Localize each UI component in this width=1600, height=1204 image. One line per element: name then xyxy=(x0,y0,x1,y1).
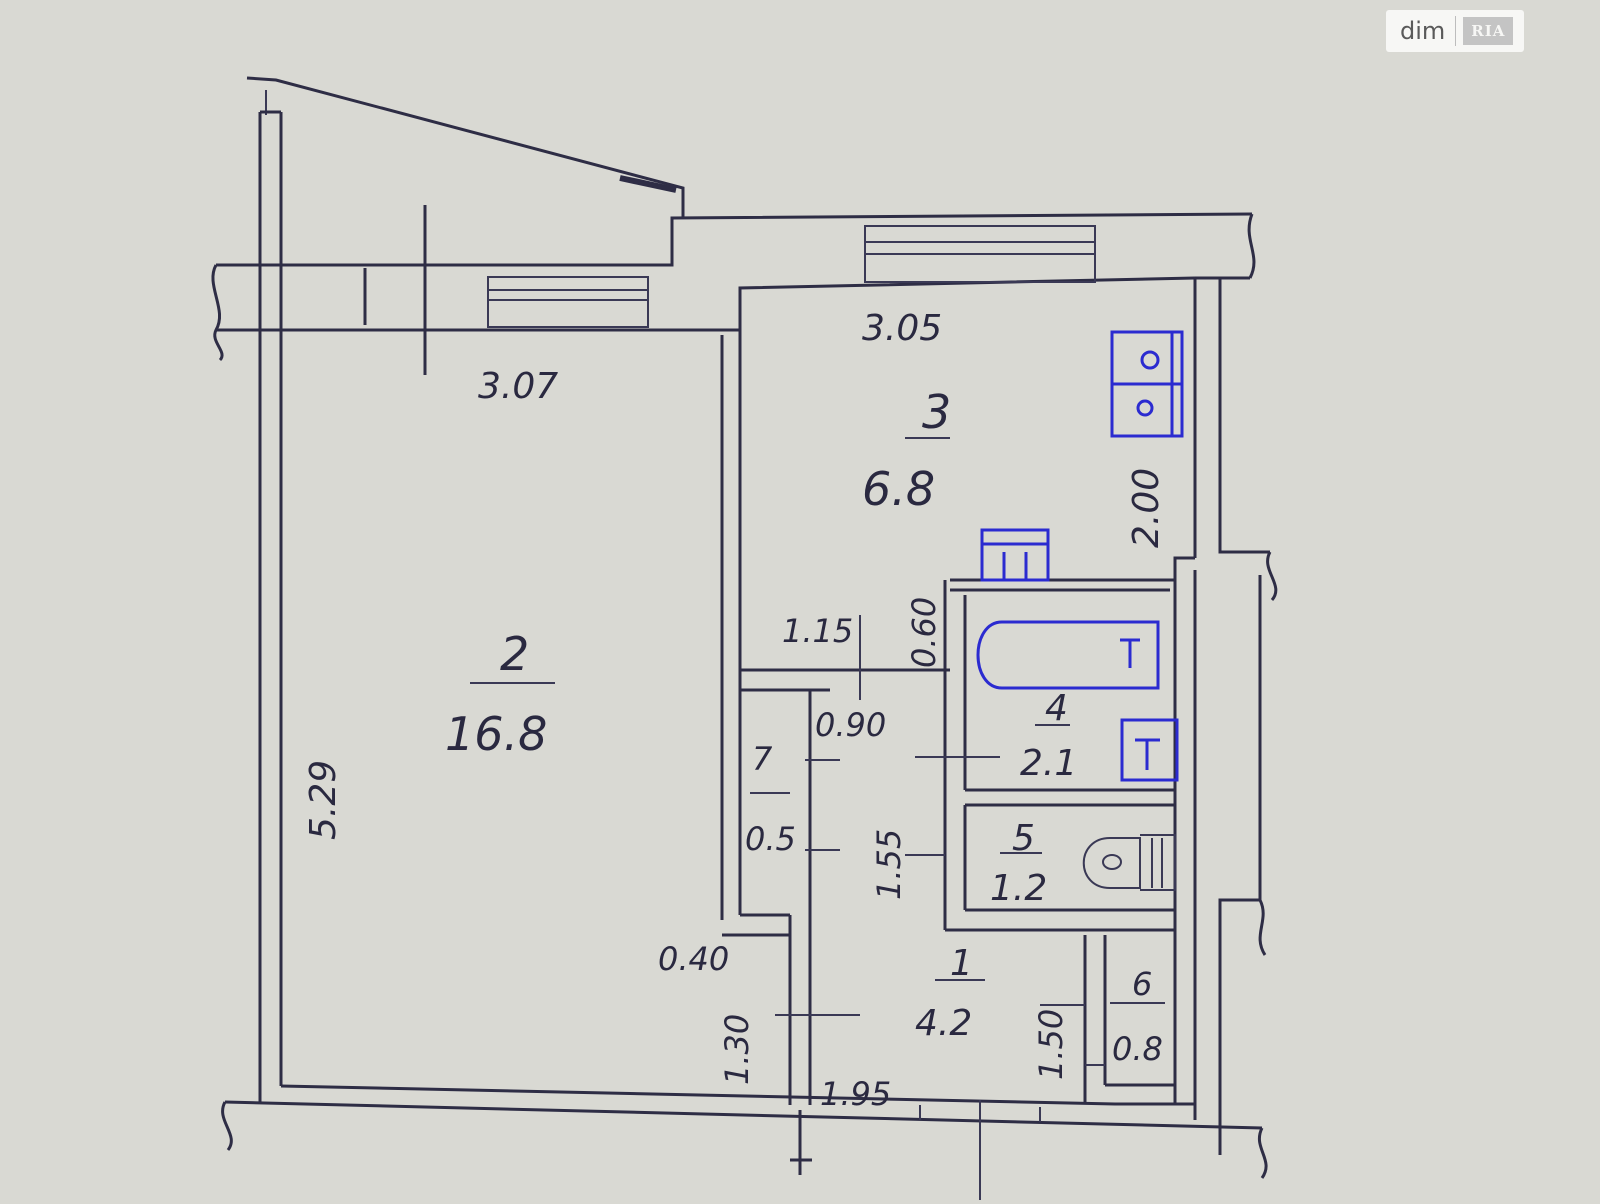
outer-walls xyxy=(211,110,1278,1200)
dim-040: 0.40 xyxy=(658,940,729,978)
dim-room2-width: 3.07 xyxy=(478,366,558,407)
bathtub-icon xyxy=(976,620,1160,690)
room-2-number: 2 xyxy=(500,627,529,681)
balcony xyxy=(246,76,685,217)
room-7-number: 7 xyxy=(752,740,773,778)
room-3-area: 6.8 xyxy=(862,462,935,516)
partitions xyxy=(720,330,1195,1105)
window-room2 xyxy=(363,205,649,375)
room-6-area: 0.8 xyxy=(1112,1030,1163,1068)
sink-icon xyxy=(980,528,1050,582)
toilet-icon xyxy=(1082,834,1176,891)
room-6-number: 6 xyxy=(1132,965,1152,1003)
room-1-number: 1 xyxy=(950,943,973,984)
dim-room3-length: 2.00 xyxy=(1126,468,1167,548)
dim-195: 1.95 xyxy=(820,1075,891,1113)
dim-hall-width: 1.15 xyxy=(782,612,853,650)
room-1-area: 4.2 xyxy=(915,1003,972,1044)
dim-155: 1.55 xyxy=(870,829,908,900)
dim-150: 1.50 xyxy=(1032,1009,1070,1080)
watermark-logo: RIA xyxy=(1463,17,1514,45)
stove-icon xyxy=(1110,330,1184,438)
room-labels: 2 16.8 3 6.8 4 2.1 5 1.2 1 4.2 6 0.8 7 0… xyxy=(445,385,1165,1068)
washbasin-icon xyxy=(1120,718,1179,782)
watermark-divider xyxy=(1455,16,1457,46)
window-room3 xyxy=(864,225,1096,283)
dimension-labels: 3.07 3.05 5.29 2.00 1.15 0.60 0.90 1.55 … xyxy=(303,308,1167,1113)
room-2-area: 16.8 xyxy=(445,707,547,761)
dim-room2-length: 5.29 xyxy=(303,760,344,840)
watermark: dim RIA xyxy=(1386,10,1524,52)
room-7-area: 0.5 xyxy=(745,820,796,858)
dim-130: 1.30 xyxy=(718,1014,756,1085)
dim-090: 0.90 xyxy=(815,706,886,744)
room-4-area: 2.1 xyxy=(1020,743,1077,784)
dim-060: 0.60 xyxy=(905,597,943,668)
dim-room3-width: 3.05 xyxy=(862,308,942,349)
room-3-number: 3 xyxy=(922,385,951,439)
room-5-area: 1.2 xyxy=(990,868,1047,909)
watermark-brand-text: dim xyxy=(1400,17,1446,45)
room-4-number: 4 xyxy=(1045,688,1068,729)
room-5-number: 5 xyxy=(1012,818,1035,859)
